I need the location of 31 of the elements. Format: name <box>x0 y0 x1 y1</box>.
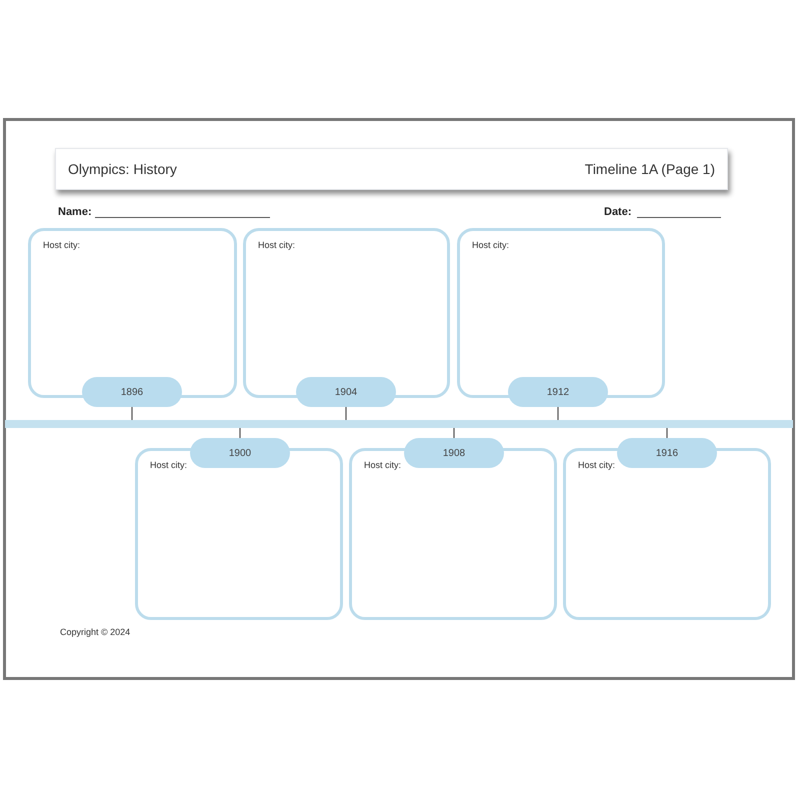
prompt-text: Host city: <box>364 459 402 472</box>
connector-line <box>557 407 559 420</box>
answer-box <box>135 448 343 620</box>
name-label: Name: <box>58 205 92 220</box>
answer-box <box>349 448 557 620</box>
copyright-note: Copyright © 2024 <box>60 626 130 639</box>
answer-box <box>28 228 237 398</box>
year-pill: 1900 <box>190 438 290 468</box>
year-pill: 1908 <box>404 438 504 468</box>
year-pill: 1916 <box>617 438 717 468</box>
prompt-text: Host city: <box>578 459 616 472</box>
prompt-text: Host city: <box>258 239 296 252</box>
timeline-bar <box>5 420 793 428</box>
connector-line <box>345 407 347 420</box>
prompt-text: Host city: <box>472 239 510 252</box>
year-pill: 1904 <box>296 377 396 407</box>
connector-line <box>239 428 241 438</box>
connector-line <box>131 407 133 420</box>
date-label: Date: <box>604 205 632 220</box>
answer-box <box>457 228 665 398</box>
year-pill: 1912 <box>508 377 608 407</box>
answer-box <box>243 228 450 398</box>
sheet-number: Timeline 1A (Page 1) <box>584 160 715 179</box>
year-pill: 1896 <box>82 377 182 407</box>
title-banner <box>55 148 728 190</box>
worksheet-title: Olympics: History <box>68 160 177 179</box>
prompt-text: Host city: <box>43 239 82 252</box>
connector-line <box>666 428 668 438</box>
answer-box <box>563 448 771 620</box>
connector-line <box>453 428 455 438</box>
prompt-text: Host city: <box>150 459 188 472</box>
